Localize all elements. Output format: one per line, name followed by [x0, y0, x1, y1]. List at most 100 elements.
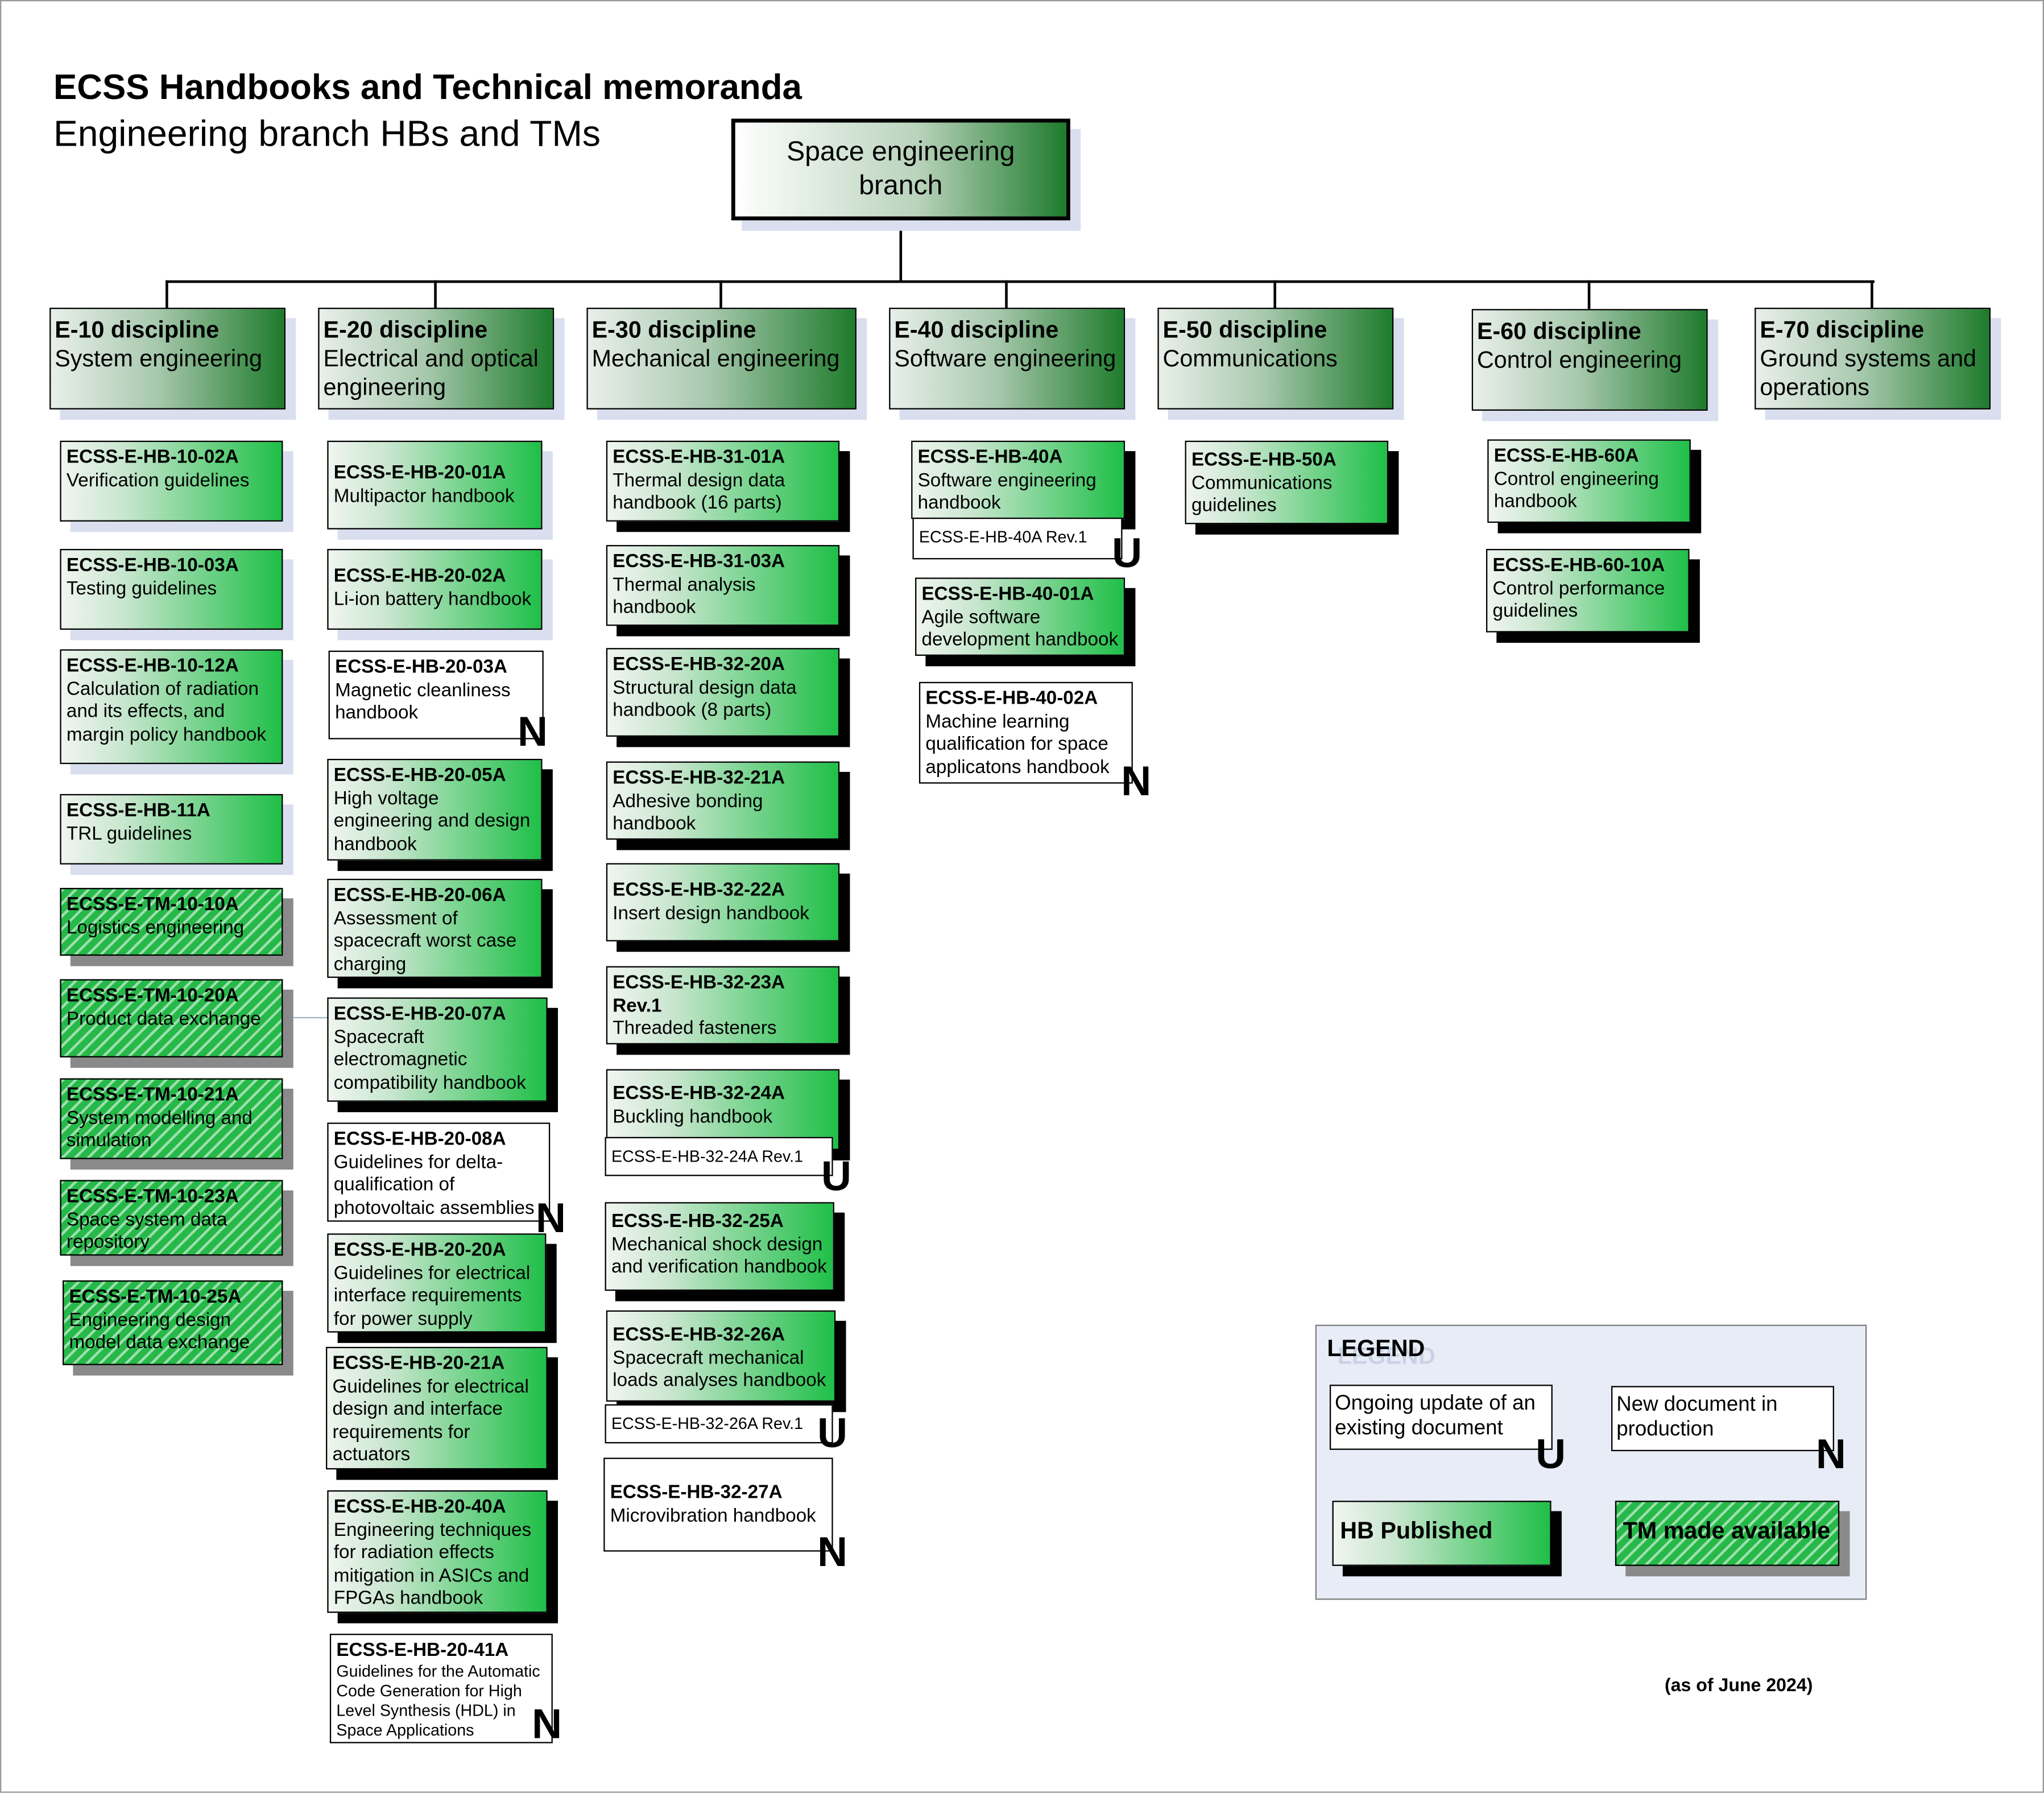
legend-title-shadow: LEGEND [1337, 1342, 1435, 1369]
rev-ecss-e-hb-32-24a-rev1: ECSS-E-HB-32-24A Rev.1 [605, 1137, 833, 1176]
doc-title: Thermal design data handbook (16 parts) [613, 470, 785, 514]
doc-title: Magnetic cleanliness handbook [335, 680, 511, 724]
legend-hb-label: HB Published [1340, 1518, 1493, 1544]
bus-drop-e40 [1005, 280, 1008, 309]
doc-title: Space system data repository [66, 1209, 227, 1253]
doc-code: ECSS-E-HB-20-21A [332, 1353, 505, 1374]
as-of-date: (as of June 2024) [1665, 1674, 1813, 1695]
doc-code: ECSS-E-HB-10-12A [66, 655, 239, 677]
doc-title: Guidelines for delta-qualification of ph… [333, 1152, 535, 1218]
doc-code: ECSS-E-HB-31-01A [613, 447, 785, 468]
new-mark: N [1121, 757, 1152, 805]
doc-code: ECSS-E-HB-40A [917, 447, 1063, 468]
doc-code: ECSS-E-HB-10-03A [66, 555, 239, 577]
doc-title: Logistics engineering [66, 917, 245, 939]
doc-title: Multipactor handbook [333, 485, 515, 507]
doc-code: ECSS-E-HB-11A [66, 800, 210, 822]
legend-tm-label: TM made available [1623, 1518, 1831, 1544]
doc-code: ECSS-E-HB-32-22A [613, 880, 785, 901]
root-line2: branch [859, 171, 943, 201]
root-connector [899, 220, 903, 282]
e10-faint-connector [283, 1017, 330, 1019]
update-mark: U [1536, 1430, 1566, 1477]
update-mark: U [1112, 529, 1143, 577]
doc-title: Buckling handbook [613, 1106, 773, 1127]
doc-code: ECSS-E-HB-32-21A [613, 768, 785, 789]
doc-title: Threaded fasteners handbook [613, 1018, 777, 1043]
discipline-code: E-20 discipline [323, 316, 488, 343]
doc-code: ECSS-E-HB-60-10A [1492, 555, 1665, 577]
doc-code: ECSS-E-TM-10-25A [69, 1287, 242, 1308]
doc-title: Control performance guidelines [1492, 578, 1665, 622]
doc-title: Engineering design model data exchange [69, 1309, 250, 1354]
doc-title: Communications guidelines [1191, 472, 1333, 517]
doc-title: Machine learning qualification for space… [925, 711, 1110, 778]
doc-title: Engineering techniques for radiation eff… [333, 1519, 532, 1609]
doc-code: ECSS-E-HB-32-24A [613, 1083, 785, 1105]
doc-code: ECSS-E-HB-20-08A [333, 1129, 506, 1150]
doc-code: ECSS-E-HB-32-25A [611, 1211, 784, 1233]
new-mark: N [1815, 1430, 1846, 1477]
page-title: ECSS Handbooks and Technical memoranda [53, 68, 802, 107]
doc-title: Mechanical shock design and verification… [611, 1234, 827, 1278]
doc-title: Spacecraft electromagnetic compatibility… [333, 1027, 526, 1093]
bus-drop-e30 [719, 280, 722, 309]
doc-code: ECSS-E-HB-60A [1493, 445, 1639, 467]
bus-drop-e60 [1587, 280, 1591, 309]
doc-title: Calculation of radiation and its effects… [66, 679, 266, 745]
doc-title: Product data exchange [66, 1008, 261, 1030]
doc-code: ECSS-E-HB-31-03A [613, 551, 785, 573]
doc-code: ECSS-E-HB-40-01A [921, 584, 1094, 605]
doc-title: Li-ion battery handbook [333, 588, 532, 610]
doc-code: ECSS-E-HB-10-02A [66, 447, 239, 468]
discipline-code: E-10 discipline [55, 316, 220, 343]
doc-code: ECSS-E-HB-20-41A [336, 1640, 509, 1662]
doc-code: ECSS-E-TM-10-20A [66, 985, 239, 1007]
doc-title: Adhesive bonding handbook [613, 791, 763, 834]
discipline-name: Software engineering [894, 345, 1116, 372]
doc-title: System modelling and simulation [66, 1108, 253, 1151]
doc-title: Insert design handbook [613, 903, 809, 924]
doc-code: ECSS-E-HB-20-03A [335, 657, 507, 678]
doc-title: TRL guidelines [66, 823, 192, 845]
legend: LEGEND LEGEND Ongoing update of an exist… [1315, 1324, 1867, 1600]
bus-drop-e10 [165, 280, 168, 309]
doc-title: Guidelines for the Automatic Code Genera… [336, 1662, 540, 1740]
doc-title: Agile software development handbook [921, 606, 1119, 651]
new-mark: N [536, 1194, 566, 1242]
rev-ecss-e-hb-32-26a-rev1: ECSS-E-HB-32-26A Rev.1 [605, 1404, 833, 1444]
bus-drop-e20 [434, 280, 437, 309]
legend-update-box: Ongoing update of an existing document [1329, 1385, 1553, 1450]
update-mark: U [817, 1409, 848, 1457]
doc-title: Assessment of spacecraft worst case char… [333, 908, 517, 975]
new-mark: N [532, 1700, 562, 1747]
doc-title: Guidelines for electrical design and int… [332, 1376, 529, 1466]
rev-ecss-e-hb-40a-rev1: ECSS-E-HB-40A Rev.1 [912, 517, 1123, 560]
